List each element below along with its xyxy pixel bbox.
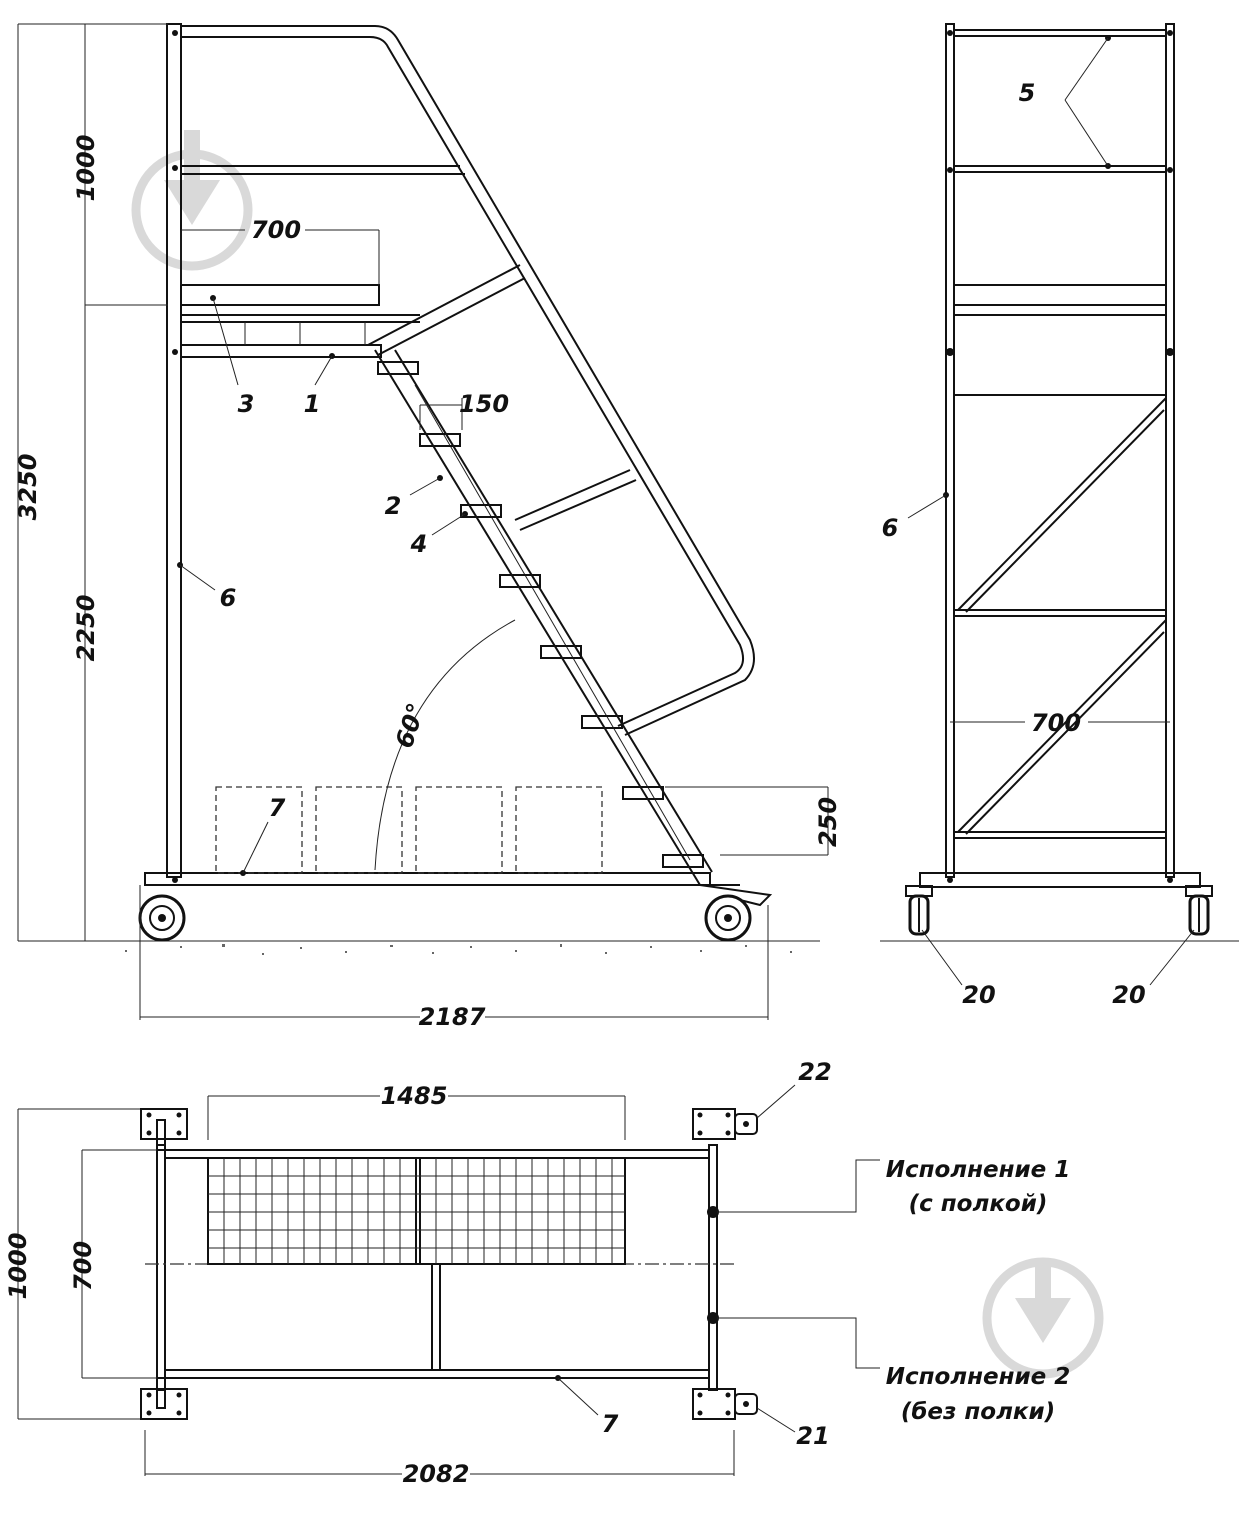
- variant-1-title: Исполнение 1: [886, 1157, 1071, 1183]
- wheel-icon: [704, 894, 752, 942]
- dim-platform-height: 2250: [72, 595, 100, 662]
- caster-plate-icon: [140, 1108, 188, 1151]
- part-label-20-right: 20: [1112, 981, 1145, 1009]
- dim-top-total-length: 2082: [403, 1460, 470, 1488]
- part-label-4: 4: [410, 530, 428, 558]
- side-view: 3250 1000 2250 700 150 60° 250 2187 1 2 …: [14, 23, 842, 1031]
- part-label-6-front: 6: [882, 514, 899, 542]
- part-label-5: 5: [1019, 79, 1036, 107]
- part-label-2: 2: [385, 492, 402, 520]
- front-view: 700 5 6 20 20: [880, 23, 1239, 1009]
- variant-1-subtitle: (с полкой): [909, 1191, 1048, 1217]
- variant-2-title: Исполнение 2: [886, 1364, 1071, 1390]
- part-label-1: 1: [304, 390, 321, 418]
- caster-plate-icon: [140, 1377, 188, 1420]
- caster-plate-icon: [692, 1108, 758, 1140]
- dim-base-length: 2187: [419, 1003, 486, 1031]
- part-label-7-top: 7: [602, 1410, 619, 1438]
- watermark-icon: [131, 130, 253, 271]
- dim-step-depth: 150: [459, 390, 509, 418]
- ground-hatch: [125, 944, 792, 955]
- dim-platform-depth: 700: [251, 216, 301, 244]
- part-label-3: 3: [238, 390, 255, 418]
- wheel-icon: [138, 894, 186, 942]
- dim-angle: 60°: [390, 700, 431, 752]
- dim-rail-height: 1000: [72, 135, 100, 202]
- part-label-22: 22: [798, 1058, 831, 1086]
- dim-top-inner-width: 700: [69, 1241, 97, 1291]
- caster-icon: [905, 885, 933, 936]
- dim-bottom-height: 250: [814, 797, 842, 847]
- part-label-7: 7: [269, 794, 286, 822]
- part-label-21: 21: [796, 1422, 829, 1450]
- ladder-steps: [377, 361, 704, 868]
- caster-plate-icon: [692, 1388, 758, 1420]
- part-label-6: 6: [220, 584, 237, 612]
- caster-icon: [1185, 885, 1213, 936]
- dim-top-total-width: 1000: [4, 1233, 32, 1300]
- dim-total-height: 3250: [14, 454, 42, 521]
- part-label-20-left: 20: [962, 981, 995, 1009]
- top-view: 1000 700 1485 2082 7 21 22 Исполнение 1 …: [4, 1058, 1070, 1488]
- dim-shelf-length: 1485: [381, 1082, 448, 1110]
- dim-front-width: 700: [1031, 709, 1081, 737]
- variant-2-subtitle: (без полки): [901, 1399, 1055, 1425]
- shelf-mesh: [207, 1157, 626, 1265]
- watermark-icon: [982, 1257, 1104, 1379]
